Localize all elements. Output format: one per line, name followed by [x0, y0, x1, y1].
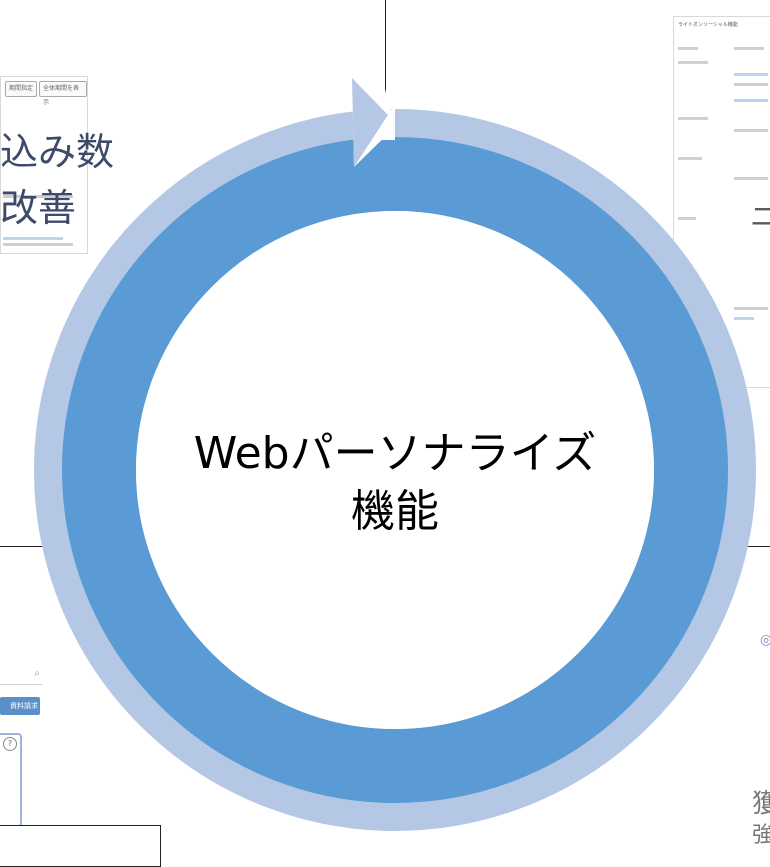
globe-icon: ◎	[760, 632, 770, 648]
screenshot-top-left: 期間指定 全体期間を表示	[0, 76, 88, 254]
cycle-arrow-icon	[352, 78, 388, 167]
period-button: 期間指定	[5, 81, 38, 97]
cycle-label-line2: 機能	[351, 486, 439, 537]
cycle-ring-inner	[62, 137, 728, 803]
search-field: ⌕	[0, 668, 42, 685]
screenshot-header: ライトオンソーシャル機能	[678, 22, 738, 28]
help-icon: ?	[3, 737, 17, 751]
cycle-center	[136, 211, 654, 729]
cycle-label: Webパーソナライズ 機能	[135, 425, 655, 541]
left-heading-line2: 改善	[0, 186, 77, 230]
cycle-label-line1: Webパーソナライズ	[193, 428, 597, 479]
connector-top	[385, 0, 386, 130]
search-icon: ⌕	[34, 668, 40, 679]
bottom-right-partial-1: 獲	[752, 789, 770, 819]
request-button[interactable]: 資料請求	[0, 697, 40, 715]
period-select: 全体期間を表示	[39, 81, 87, 106]
bottom-right-partial-2: 強	[752, 823, 770, 848]
right-partial-text: ニ	[750, 200, 770, 233]
left-heading-line1: 込み数	[0, 130, 115, 174]
